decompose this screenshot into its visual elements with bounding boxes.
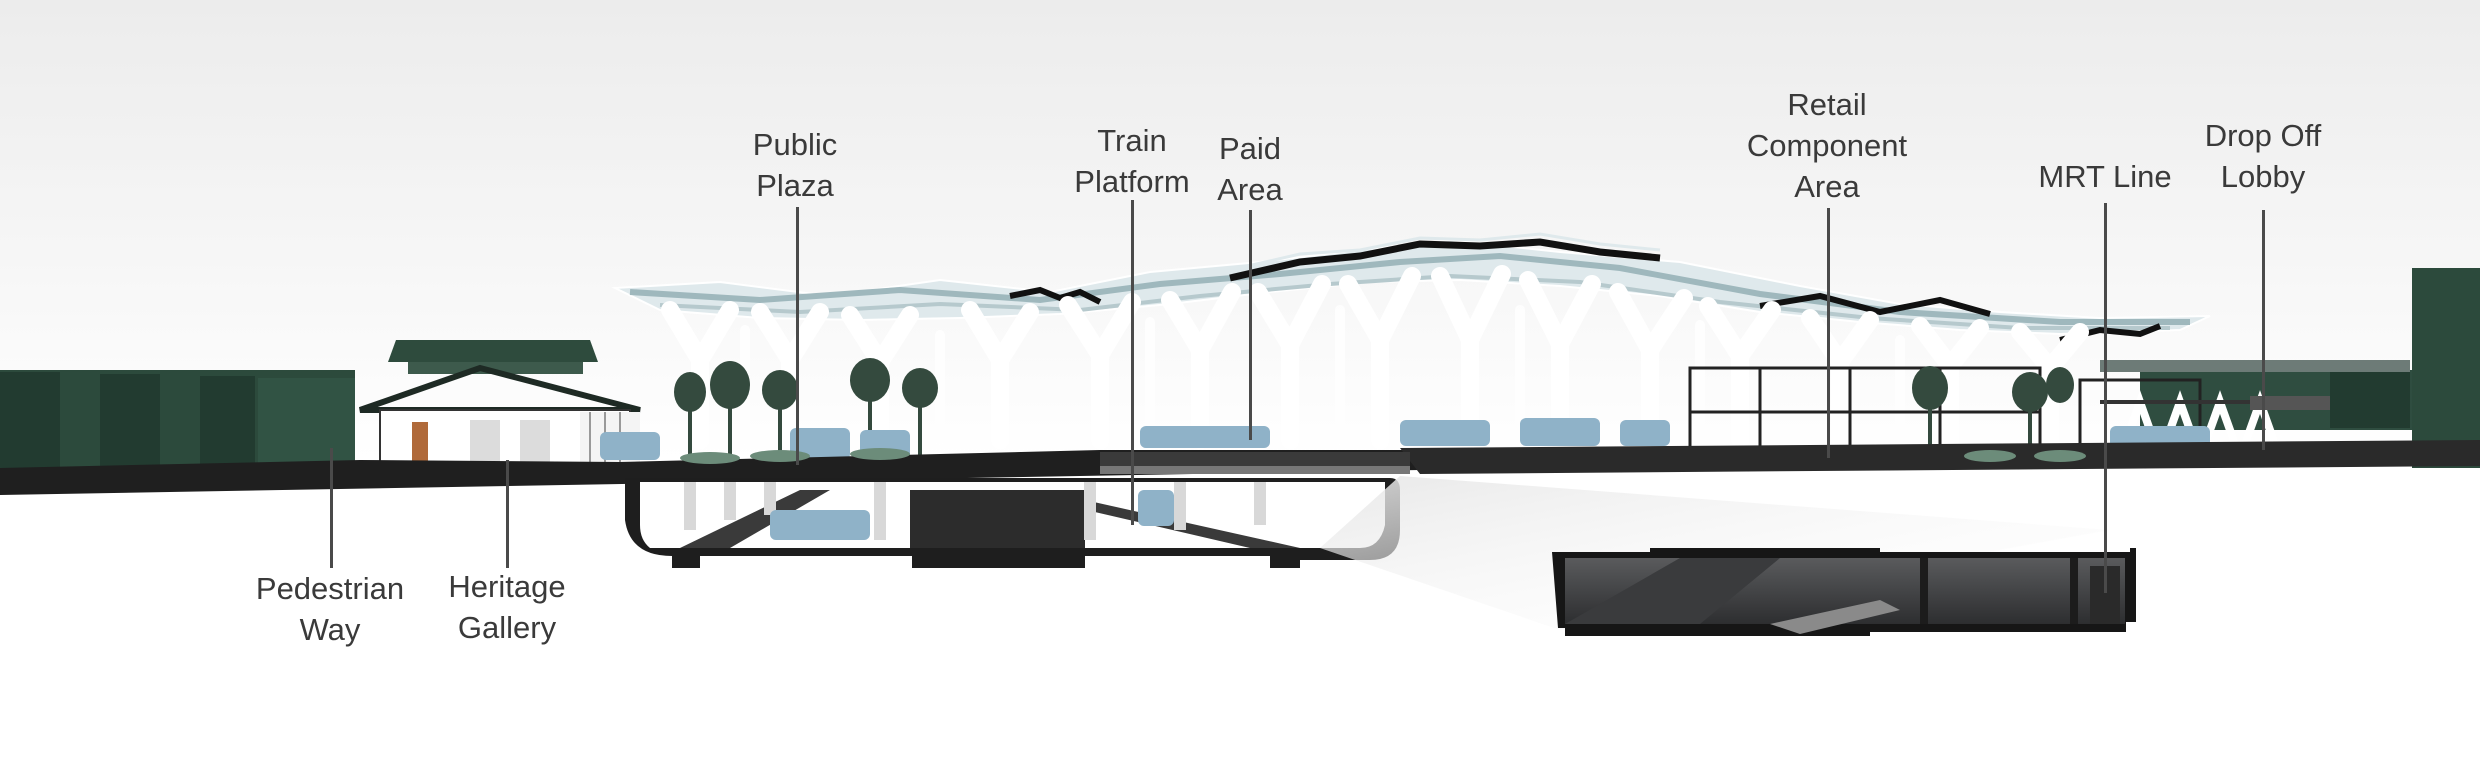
lawns xyxy=(680,448,2086,464)
leader-paid-area xyxy=(1249,210,1252,440)
leader-pedestrian-way xyxy=(330,448,333,568)
trees xyxy=(674,358,2074,460)
underground-station xyxy=(625,478,1400,568)
ground-slab xyxy=(0,440,2480,495)
label-mrt-line: MRT Line xyxy=(2038,159,2172,194)
leader-retail-component xyxy=(1827,208,1830,458)
label-pedestrian-way: Pedestrian Way xyxy=(255,571,405,647)
left-buildings xyxy=(0,370,355,470)
label-public-plaza: Public Plaza xyxy=(752,127,838,203)
label-heritage-gallery: Heritage Gallery xyxy=(448,569,566,645)
leader-heritage-gallery xyxy=(506,460,509,568)
leader-train-platform xyxy=(1131,200,1134,525)
sky-background xyxy=(0,0,2480,460)
label-retail-component: Retail Component Area xyxy=(1746,87,1908,204)
leader-mrt-line xyxy=(2104,203,2107,593)
label-drop-off-lobby: Drop Off Lobby xyxy=(2204,118,2322,194)
label-train-platform: Train Platform xyxy=(1074,123,1190,199)
leader-drop-off-lobby xyxy=(2262,210,2265,450)
leader-public-plaza xyxy=(796,207,799,465)
label-paid-area: Paid Area xyxy=(1217,131,1283,207)
mrt-tunnel xyxy=(1552,548,2136,636)
